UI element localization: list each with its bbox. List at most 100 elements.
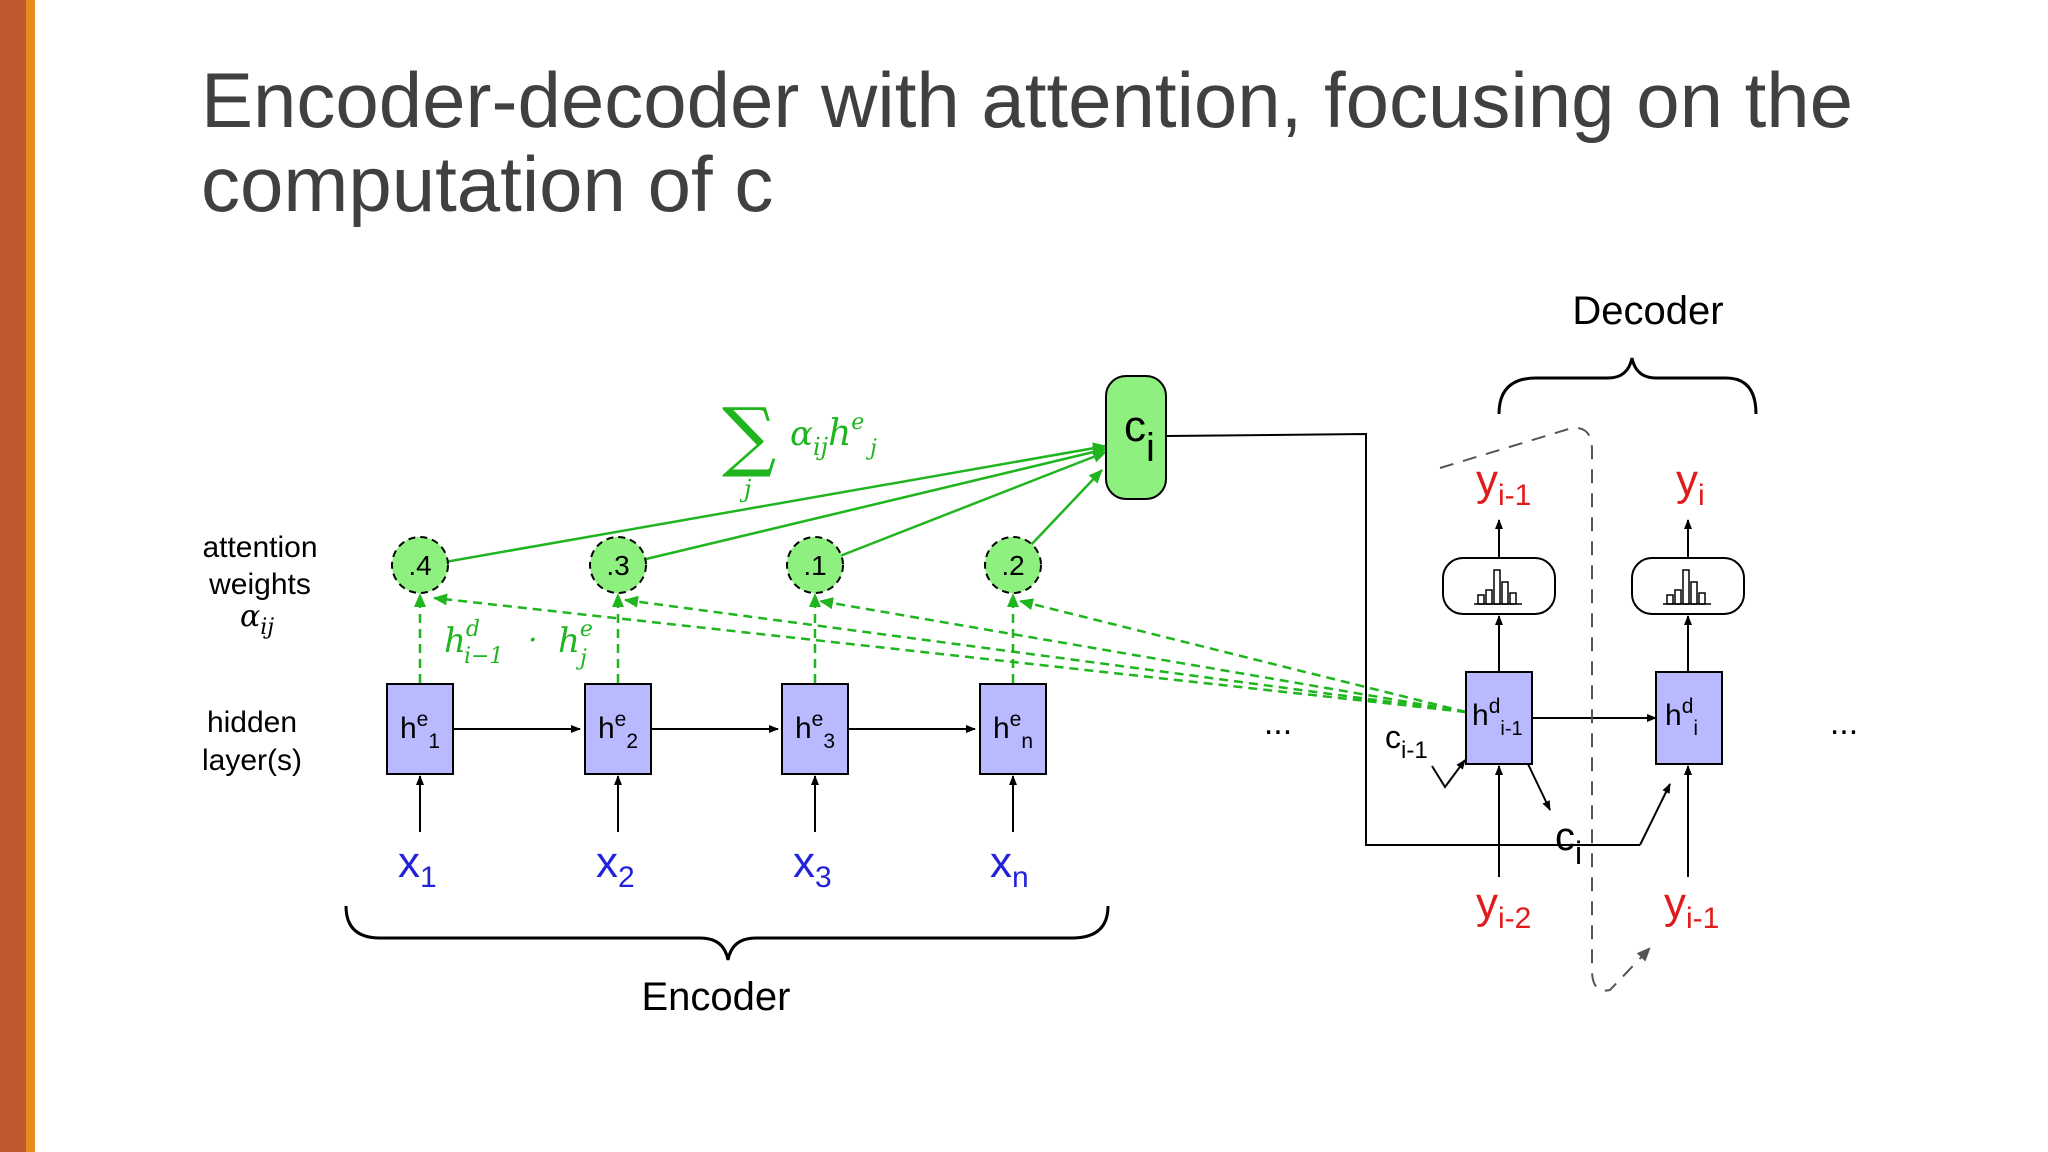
decoder-hidden-node: hdi: [1655, 671, 1723, 765]
decoder-brace: [1497, 357, 1758, 415]
svg-text:hen: hen: [993, 708, 1033, 753]
prev-context-sub: i-1: [1401, 737, 1428, 764]
encoder-hidden-sub: n: [1021, 730, 1033, 753]
current-context-sub: i: [1575, 835, 1582, 871]
encoder-hidden-sub: 3: [823, 730, 835, 753]
encoder-input-base: x: [793, 838, 815, 887]
decoder-hidden-sup: d: [1682, 695, 1694, 718]
svg-text:he1: he1: [400, 708, 440, 753]
svg-text:yi: yi: [1676, 456, 1705, 512]
histogram-icon: [1474, 569, 1522, 605]
sum-alpha: α: [790, 414, 813, 454]
decoder-output-sub: i: [1698, 479, 1705, 512]
encoder-input-sub: 2: [618, 861, 635, 894]
encoder-hidden-states: he1 he2 he3 hen: [386, 683, 1047, 775]
sum-sigma: ∑: [722, 391, 776, 480]
decoder-score-arrow-2: [624, 595, 1467, 714]
connections: [414, 426, 1692, 992]
svg-text:ci-1: ci-1: [1385, 719, 1428, 764]
hidden-label-line-2: layer(s): [202, 744, 302, 777]
score-h1: h: [444, 621, 466, 661]
encoder-hidden-node: hen: [979, 683, 1047, 775]
encoder-input-base: x: [596, 838, 618, 887]
encoder-hidden-sup: e: [615, 708, 627, 731]
decoder-output-sub: i-1: [1498, 479, 1531, 512]
decoder-to-context-arrow: [1527, 763, 1551, 811]
svg-text:yi-1: yi-1: [1476, 456, 1531, 512]
attention-label-line-2: weights: [208, 568, 311, 601]
ellipsis-middle: ...: [1264, 704, 1292, 742]
decoder-score-arrow-1: [433, 593, 1467, 714]
decoder-hidden-sub: i: [1693, 717, 1698, 740]
encoder-input-base: x: [398, 838, 420, 887]
decoder-softmax-node: [1631, 557, 1745, 615]
score-formula: hd i−1 · he j: [444, 617, 593, 671]
feedback-dashed-path: [1439, 426, 1651, 992]
decoder-hidden-sub: i-1: [1500, 718, 1522, 740]
decoder-hidden-node: hdi-1: [1465, 671, 1533, 765]
svg-text:he3: he3: [795, 708, 835, 753]
svg-text:x2: x2: [596, 838, 635, 894]
svg-text:yi-2: yi-2: [1476, 879, 1531, 935]
histogram-icon: [1663, 569, 1711, 605]
svg-text:xn: xn: [990, 838, 1029, 894]
accent-bar: [0, 0, 26, 1152]
encoder-hidden-sub: 1: [428, 730, 440, 753]
attention-weight-value: .3: [606, 550, 629, 581]
svg-text:x1: x1: [398, 838, 437, 894]
decoder-input-sub: i-2: [1498, 902, 1531, 935]
decoder-input-base: y: [1664, 879, 1686, 928]
encoder-label: Encoder: [642, 975, 791, 1019]
attention-weight-value: .4: [408, 550, 431, 581]
encoder-hidden-node: he3: [781, 683, 849, 775]
attention-weight-node: .1: [786, 536, 844, 594]
accent-stripe: [26, 0, 35, 1152]
score-dot: ·: [528, 623, 538, 658]
decoder-input-sub: i-1: [1686, 902, 1719, 935]
encoder-hidden-base: h: [795, 712, 812, 745]
encoder-hidden-base: h: [598, 712, 615, 745]
svg-text:hd: hd: [444, 617, 480, 661]
encoder-hidden-sup: e: [417, 708, 429, 731]
score-h2: h: [558, 621, 580, 661]
score-h1-sup: d: [466, 617, 480, 642]
attention-weight-node: .2: [984, 536, 1042, 594]
hidden-label-line-1: hidden: [207, 706, 297, 739]
attention-label-line-1: attention: [202, 531, 317, 564]
ellipsis-right: ...: [1830, 704, 1858, 742]
encoder-inputs: x1 x2 x3 xn: [398, 838, 1029, 894]
attention-weight-node: .4: [391, 536, 449, 594]
sum-h-sub: j: [865, 436, 877, 461]
attention-weight-value: .2: [1001, 550, 1024, 581]
svg-text:he: he: [558, 617, 593, 661]
decoder-output-base: y: [1476, 456, 1498, 505]
svg-text:x3: x3: [793, 838, 832, 894]
encoder-hidden-base: h: [993, 712, 1010, 745]
decoder-outputs: yi-1 yi: [1476, 456, 1705, 512]
decoder-softmax-node: [1442, 557, 1556, 615]
slide-title: Encoder-decoder with attention, focusing…: [201, 58, 1901, 226]
context-sub: i: [1146, 426, 1155, 470]
attention-weight-node: .3: [589, 536, 647, 594]
attention-weight-value: .1: [803, 550, 826, 581]
prev-context-base: c: [1385, 719, 1401, 755]
decoder-score-arrow-4: [1019, 598, 1467, 714]
decoder-label: Decoder: [1572, 289, 1723, 333]
context-vector-node: ci: [1105, 375, 1167, 500]
attention-label-symbol-sub: ij: [260, 615, 274, 640]
decoder-score-arrow-3: [819, 597, 1467, 714]
encoder-hidden-node: he1: [386, 683, 454, 775]
encoder-hidden-sup: e: [1010, 708, 1022, 731]
svg-text:αij: αij: [240, 599, 274, 640]
encoder-input-base: x: [990, 838, 1012, 887]
decoder-inputs: yi-2 yi-1: [1476, 879, 1719, 935]
decoder-input-base: y: [1476, 879, 1498, 928]
decoder-hidden-base: h: [1472, 699, 1489, 732]
weight-to-context-arrow-3: [839, 450, 1107, 558]
score-h1-sub: i−1: [464, 644, 503, 669]
svg-text:ci: ci: [1555, 815, 1582, 871]
attention-label-symbol: α: [240, 599, 260, 634]
context-base: c: [1124, 402, 1146, 451]
context-route-line: [1165, 432, 1640, 846]
